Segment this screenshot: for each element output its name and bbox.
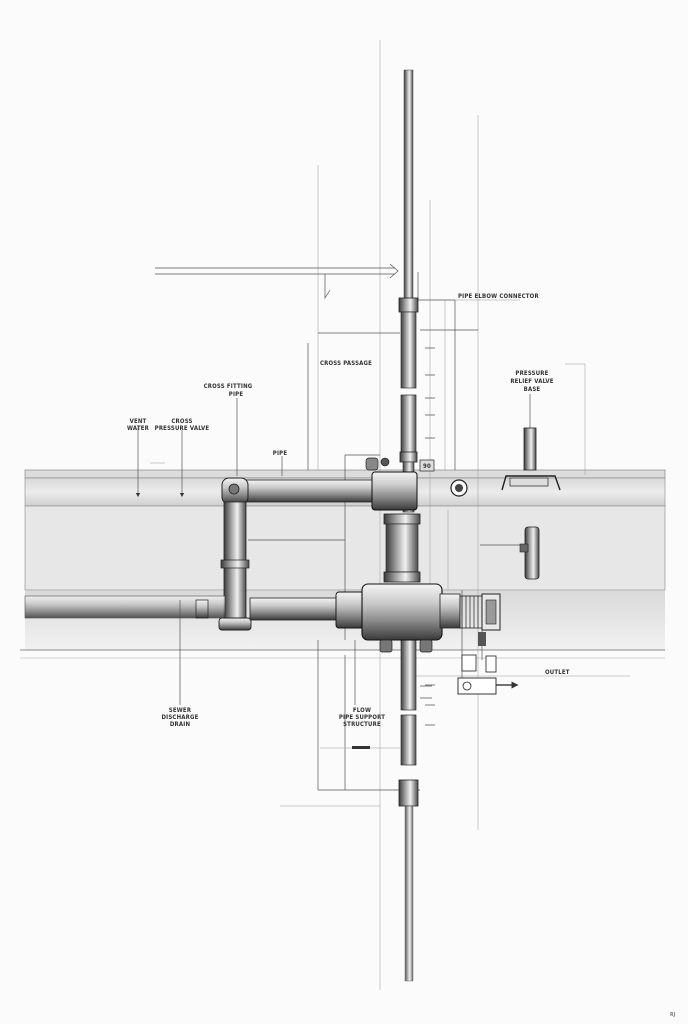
relief-valve-assembly	[501, 394, 561, 580]
guide-lines	[150, 40, 630, 990]
upper-horizontal-pipe: 90	[218, 457, 468, 631]
label-outlet: OUTLET	[545, 669, 570, 676]
callout-leaders	[135, 398, 356, 705]
label-pipe-support: PIPE SUPPORT	[339, 714, 385, 721]
label-cross-fitting-top: CROSS FITTING	[204, 383, 253, 390]
lower-horizontal-pipe	[24, 583, 501, 653]
outlet-fitting	[420, 630, 519, 699]
valve-mark: 90	[423, 463, 431, 470]
label-sewer: SEWER	[169, 707, 192, 714]
label-pipe-elbow-connector: PIPE ELBOW CONNECTOR	[458, 293, 539, 300]
label-pressure-valve: PRESSURE VALVE	[155, 425, 210, 432]
label-drain: DRAIN	[170, 721, 191, 728]
label-vent: VENT	[130, 418, 147, 425]
concrete-slab	[20, 469, 666, 659]
label-cross-passage: CROSS PASSAGE	[320, 360, 372, 367]
label-pipe: PIPE	[273, 450, 288, 457]
diagram-labels: PIPE ELBOW CONNECTOR CROSS PASSAGE CROSS…	[127, 293, 676, 1018]
label-relief-valve: RELIEF VALVE	[510, 378, 553, 385]
label-discharge: DISCHARGE	[161, 714, 198, 721]
label-structure: STRUCTURE	[343, 721, 381, 728]
label-water: WATER	[127, 425, 150, 432]
label-pipe-fitting: PIPE	[229, 391, 244, 398]
label-cross: CROSS	[171, 418, 192, 425]
label-pressure: PRESSURE	[515, 370, 548, 377]
label-flow: FLOW	[353, 707, 371, 714]
label-base: BASE	[524, 386, 541, 393]
corner-mark: RJ	[670, 1012, 676, 1018]
